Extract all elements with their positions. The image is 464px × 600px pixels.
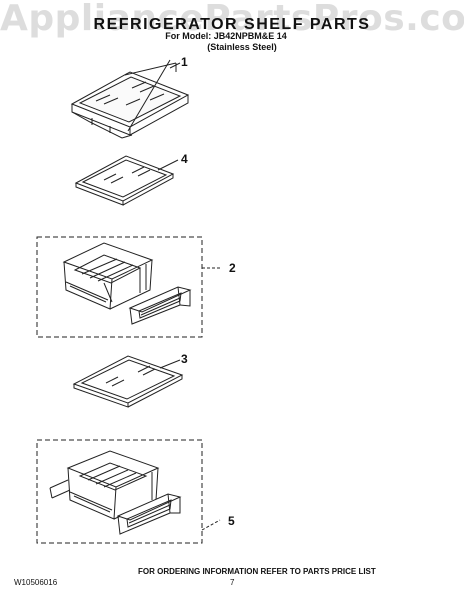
callout-3: 3: [181, 352, 188, 366]
ordering-note: FOR ORDERING INFORMATION REFER TO PARTS …: [138, 567, 376, 576]
finish-label: (Stainless Steel): [207, 42, 277, 52]
callout-4: 4: [181, 152, 188, 166]
part-4-glass-shelf: [74, 155, 175, 206]
part-5-crisper-drawer: [49, 450, 182, 535]
part-2-group-frame: [36, 236, 203, 338]
callout-1: 1: [181, 55, 188, 69]
part-3-glass-shelf: [72, 355, 184, 408]
doc-number: W10506016: [14, 578, 58, 587]
model-line: For Model: JB42NPBM&E 14: [165, 31, 287, 41]
part-1-glass-shelf: [70, 59, 190, 139]
callout-2: 2: [229, 261, 236, 275]
callout-5: 5: [228, 514, 235, 528]
page-title: REFRIGERATOR SHELF PARTS: [93, 16, 371, 33]
page-number: 7: [230, 578, 235, 587]
part-2-crisper-drawer: [62, 242, 192, 325]
watermark: AppliancePartsPros.com: [0, 0, 464, 39]
part-5-group-frame: [36, 439, 203, 544]
